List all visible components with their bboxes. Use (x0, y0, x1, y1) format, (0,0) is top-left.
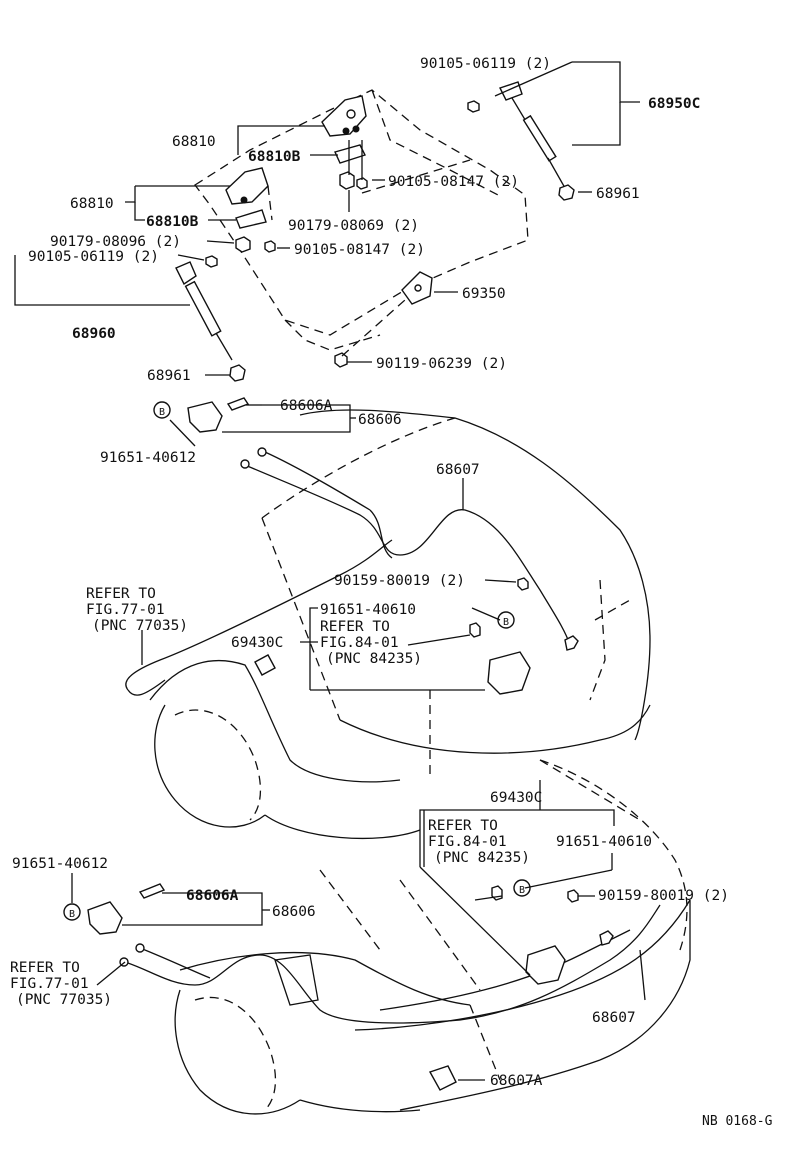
label-68607-top: 68607 (436, 462, 480, 478)
refer77-top-line1: REFER TO (86, 586, 156, 602)
car-rear-body-bottom (174, 759, 691, 1115)
refer84-bottom-line2: FIG.84-01 (428, 834, 507, 850)
label-91651-40612-top: 91651-40612 (100, 450, 196, 466)
lock-69430C-bottom: B (428, 879, 579, 1091)
label-90105-08147-b: 90105-08147 (2) (294, 242, 425, 258)
release-lever-68606-bottom: B (63, 883, 166, 935)
badge-b-mid: B (503, 617, 509, 628)
gas-strut-68950C (499, 81, 575, 201)
label-90159-80019-bottom: 90159-80019 (2) (598, 888, 729, 904)
badge-b-top: B (159, 407, 165, 418)
callouts-middle (141, 404, 517, 691)
label-90105-08147-a: 90105-08147 (2) (388, 174, 519, 190)
label-69350: 69350 (462, 286, 506, 302)
hinge-plate-68810B-upper (334, 144, 366, 164)
label-90105-06119-left: 90105-06119 (2) (28, 249, 159, 265)
label-68606A-bottom: 68606A (186, 888, 239, 904)
label-91651-40610-bottom: 91651-40610 (556, 834, 652, 850)
refer77-top-line2: FIG.77-01 (86, 602, 165, 618)
refer77-bottom-line1: REFER TO (10, 960, 80, 976)
label-68607A: 68607A (490, 1073, 543, 1089)
hinge-68810-upper (321, 95, 367, 164)
label-69430C-top: 69430C (231, 635, 283, 651)
refer84-top-line3: (PNC 84235) (326, 651, 422, 667)
release-lever-68606-top: B (153, 397, 250, 433)
label-91651-40612-bottom: 91651-40612 (12, 856, 108, 872)
badge-b-bottom-right: B (519, 885, 525, 896)
label-90159-80019-top: 90159-80019 (2) (334, 573, 465, 589)
refer84-bottom-line1: REFER TO (428, 818, 498, 834)
hinge-68810-lower (225, 167, 273, 229)
badge-b-bottom-left: B (69, 909, 75, 920)
label-68961-left: 68961 (147, 368, 191, 384)
label-68607-bottom: 68607 (592, 1010, 636, 1026)
label-68810B-b: 68810B (146, 214, 199, 230)
label-68810-b: 68810 (70, 196, 114, 212)
car-rear-body-middle (149, 409, 651, 840)
refer84-bottom-line3: (PNC 84235) (434, 850, 530, 866)
callouts-bottom (71, 780, 646, 1081)
lock-striker-69350 (334, 271, 433, 368)
refer77-top-line3: (PNC 77035) (92, 618, 188, 634)
label-68606-top: 68606 (358, 412, 402, 428)
label-68810B-a: 68810B (248, 149, 301, 165)
fasteners-top (205, 100, 480, 268)
label-91651-40610-top: 91651-40610 (320, 602, 416, 618)
label-68960: 68960 (72, 326, 116, 342)
opener-cable-68607-top (125, 447, 579, 696)
gas-strut-68960 (175, 261, 246, 382)
refer77-bottom-line2: FIG.77-01 (10, 976, 89, 992)
label-68950C: 68950C (648, 96, 700, 112)
hinge-plate-68810B-lower (235, 209, 267, 229)
label-68810-a: 68810 (172, 134, 216, 150)
part-number-labels: 90105-06119 (2) 68950C 68810 68810B 9010… (10, 56, 773, 1129)
label-68606-bottom: 68606 (272, 904, 316, 920)
label-90179-08069: 90179-08069 (2) (288, 218, 419, 234)
label-90119-06239: 90119-06239 (2) (376, 356, 507, 372)
clamp-68607A (428, 1065, 457, 1091)
label-68606A-top: 68606A (280, 398, 333, 414)
callouts-top (14, 61, 640, 376)
refer77-bottom-line3: (PNC 77035) (16, 992, 112, 1008)
label-68961-right: 68961 (596, 186, 640, 202)
lock-69430C-top: B (469, 577, 531, 695)
diagram-id: NB 0168-G (702, 1114, 773, 1129)
label-90105-06119-right: 90105-06119 (2) (420, 56, 551, 72)
label-90179-08096: 90179-08096 (2) (50, 234, 181, 250)
refer84-top-line1: REFER TO (320, 619, 390, 635)
label-69430C-bottom: 69430C (490, 790, 542, 806)
refer84-top-line2: FIG.84-01 (320, 635, 399, 651)
